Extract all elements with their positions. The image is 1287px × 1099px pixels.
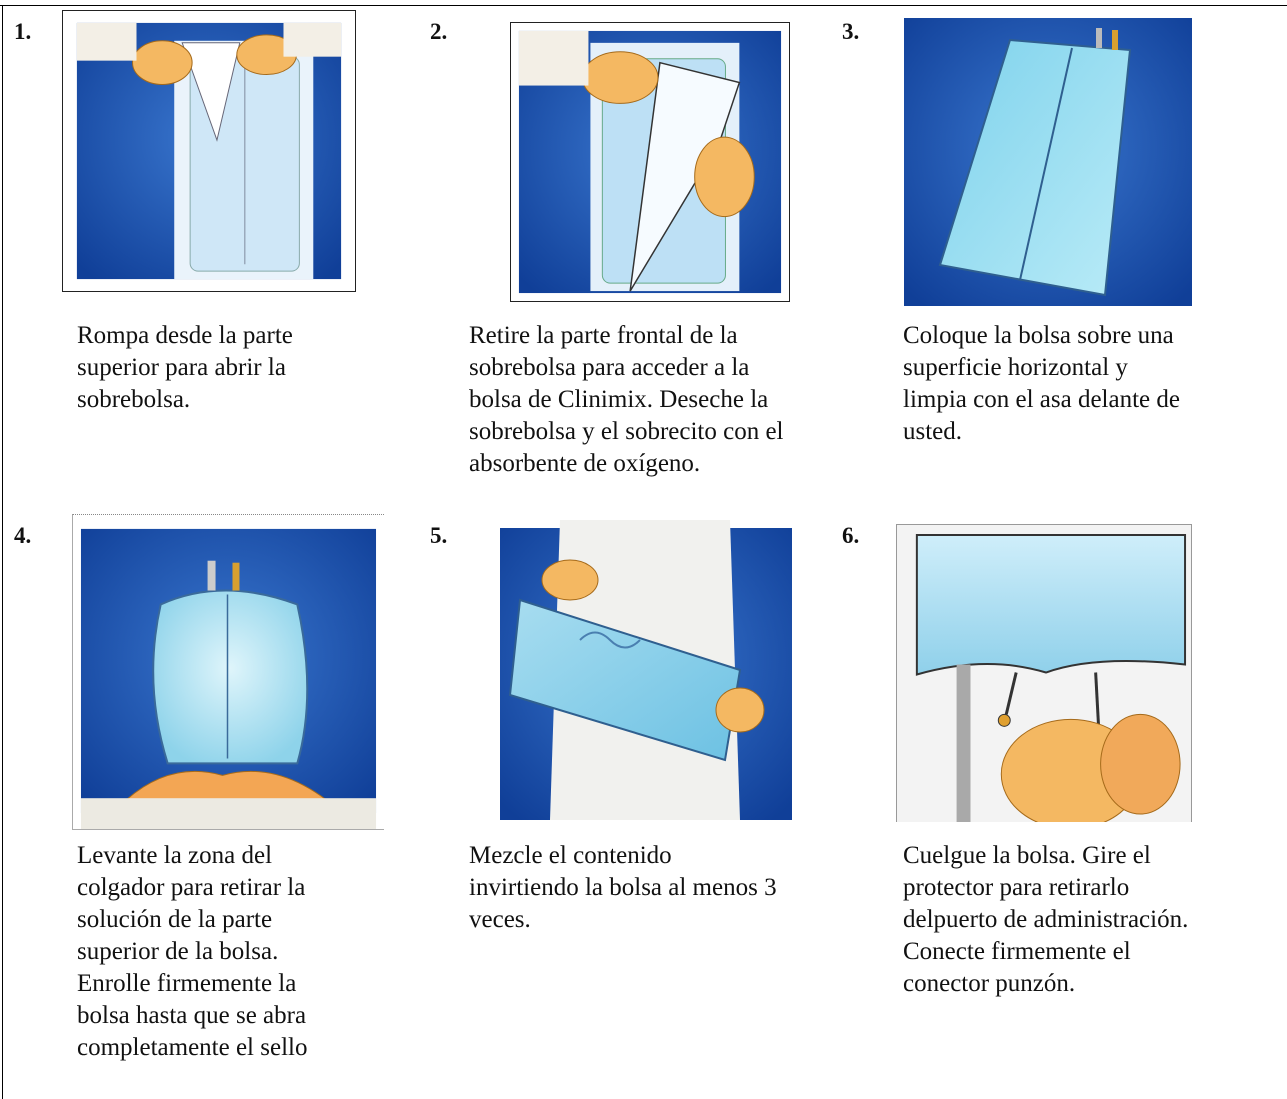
- step-5-number: 5.: [430, 523, 448, 548]
- step-2-caption: Retire la parte frontal de la sobrebolsa…: [469, 322, 784, 477]
- step-2-illustration: [510, 22, 790, 302]
- step-1-illustration: [62, 10, 356, 292]
- step-3-illustration: [900, 10, 1196, 306]
- step-3-number: 3.: [842, 19, 860, 44]
- table-border-top: [0, 5, 1287, 6]
- step-2-number: 2.: [430, 19, 448, 44]
- step-4-illustration: [72, 514, 384, 830]
- step-3-caption: Coloque la bolsa sobre una superficie ho…: [903, 322, 1180, 445]
- step-6-caption: Cuelgue la bolsa. Gire el protector para…: [903, 842, 1189, 997]
- step-4-number: 4.: [14, 523, 32, 548]
- table-border-left: [2, 5, 3, 1099]
- step-4-caption: Levante la zona del colgador para retira…: [77, 842, 308, 1061]
- step-6-illustration: [896, 524, 1192, 822]
- step-6-number: 6.: [842, 523, 860, 548]
- step-1-number: 1.: [14, 19, 32, 44]
- step-5-caption: Mezcle el contenido invirtiendo la bolsa…: [469, 842, 777, 933]
- step-5-illustration: [490, 520, 802, 820]
- step-1-caption: Rompa desde la parte superior para abrir…: [77, 322, 293, 413]
